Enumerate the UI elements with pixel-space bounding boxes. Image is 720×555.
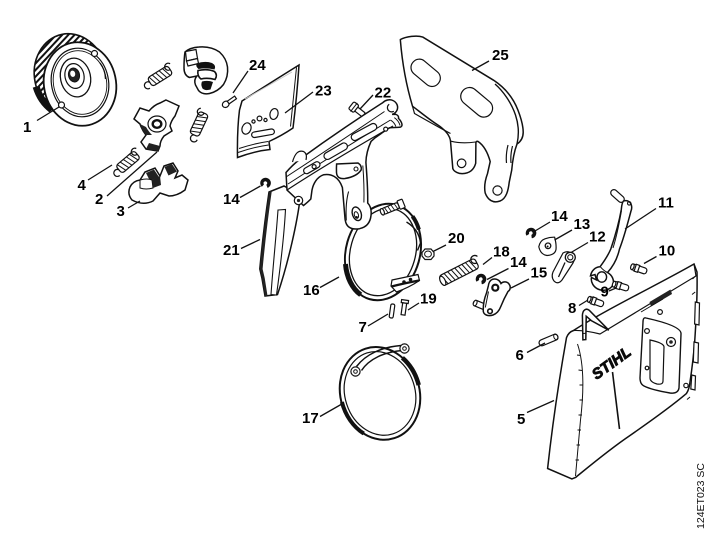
- svg-text:2: 2: [95, 191, 103, 208]
- svg-text:10: 10: [659, 243, 676, 260]
- svg-text:5: 5: [517, 411, 525, 428]
- svg-text:12: 12: [589, 229, 606, 246]
- svg-text:11: 11: [658, 195, 674, 212]
- svg-text:16: 16: [303, 282, 320, 299]
- svg-text:6: 6: [516, 347, 524, 364]
- svg-text:124ET023 SC: 124ET023 SC: [695, 463, 707, 529]
- svg-text:14: 14: [223, 191, 240, 208]
- svg-text:21: 21: [223, 242, 240, 259]
- svg-text:8: 8: [568, 300, 576, 317]
- svg-text:7: 7: [359, 319, 367, 336]
- svg-text:14: 14: [551, 208, 568, 225]
- svg-text:19: 19: [420, 291, 437, 308]
- svg-text:20: 20: [448, 230, 465, 247]
- svg-text:25: 25: [492, 47, 509, 64]
- svg-text:1: 1: [23, 119, 31, 136]
- svg-text:22: 22: [375, 85, 392, 102]
- svg-text:15: 15: [531, 265, 548, 282]
- svg-text:9: 9: [601, 284, 609, 301]
- svg-text:4: 4: [78, 177, 87, 194]
- svg-text:3: 3: [117, 203, 125, 220]
- svg-text:23: 23: [315, 83, 332, 100]
- svg-text:18: 18: [493, 244, 510, 261]
- svg-text:14: 14: [510, 254, 527, 271]
- svg-text:17: 17: [302, 410, 319, 427]
- svg-text:13: 13: [574, 216, 591, 233]
- svg-text:24: 24: [249, 57, 266, 74]
